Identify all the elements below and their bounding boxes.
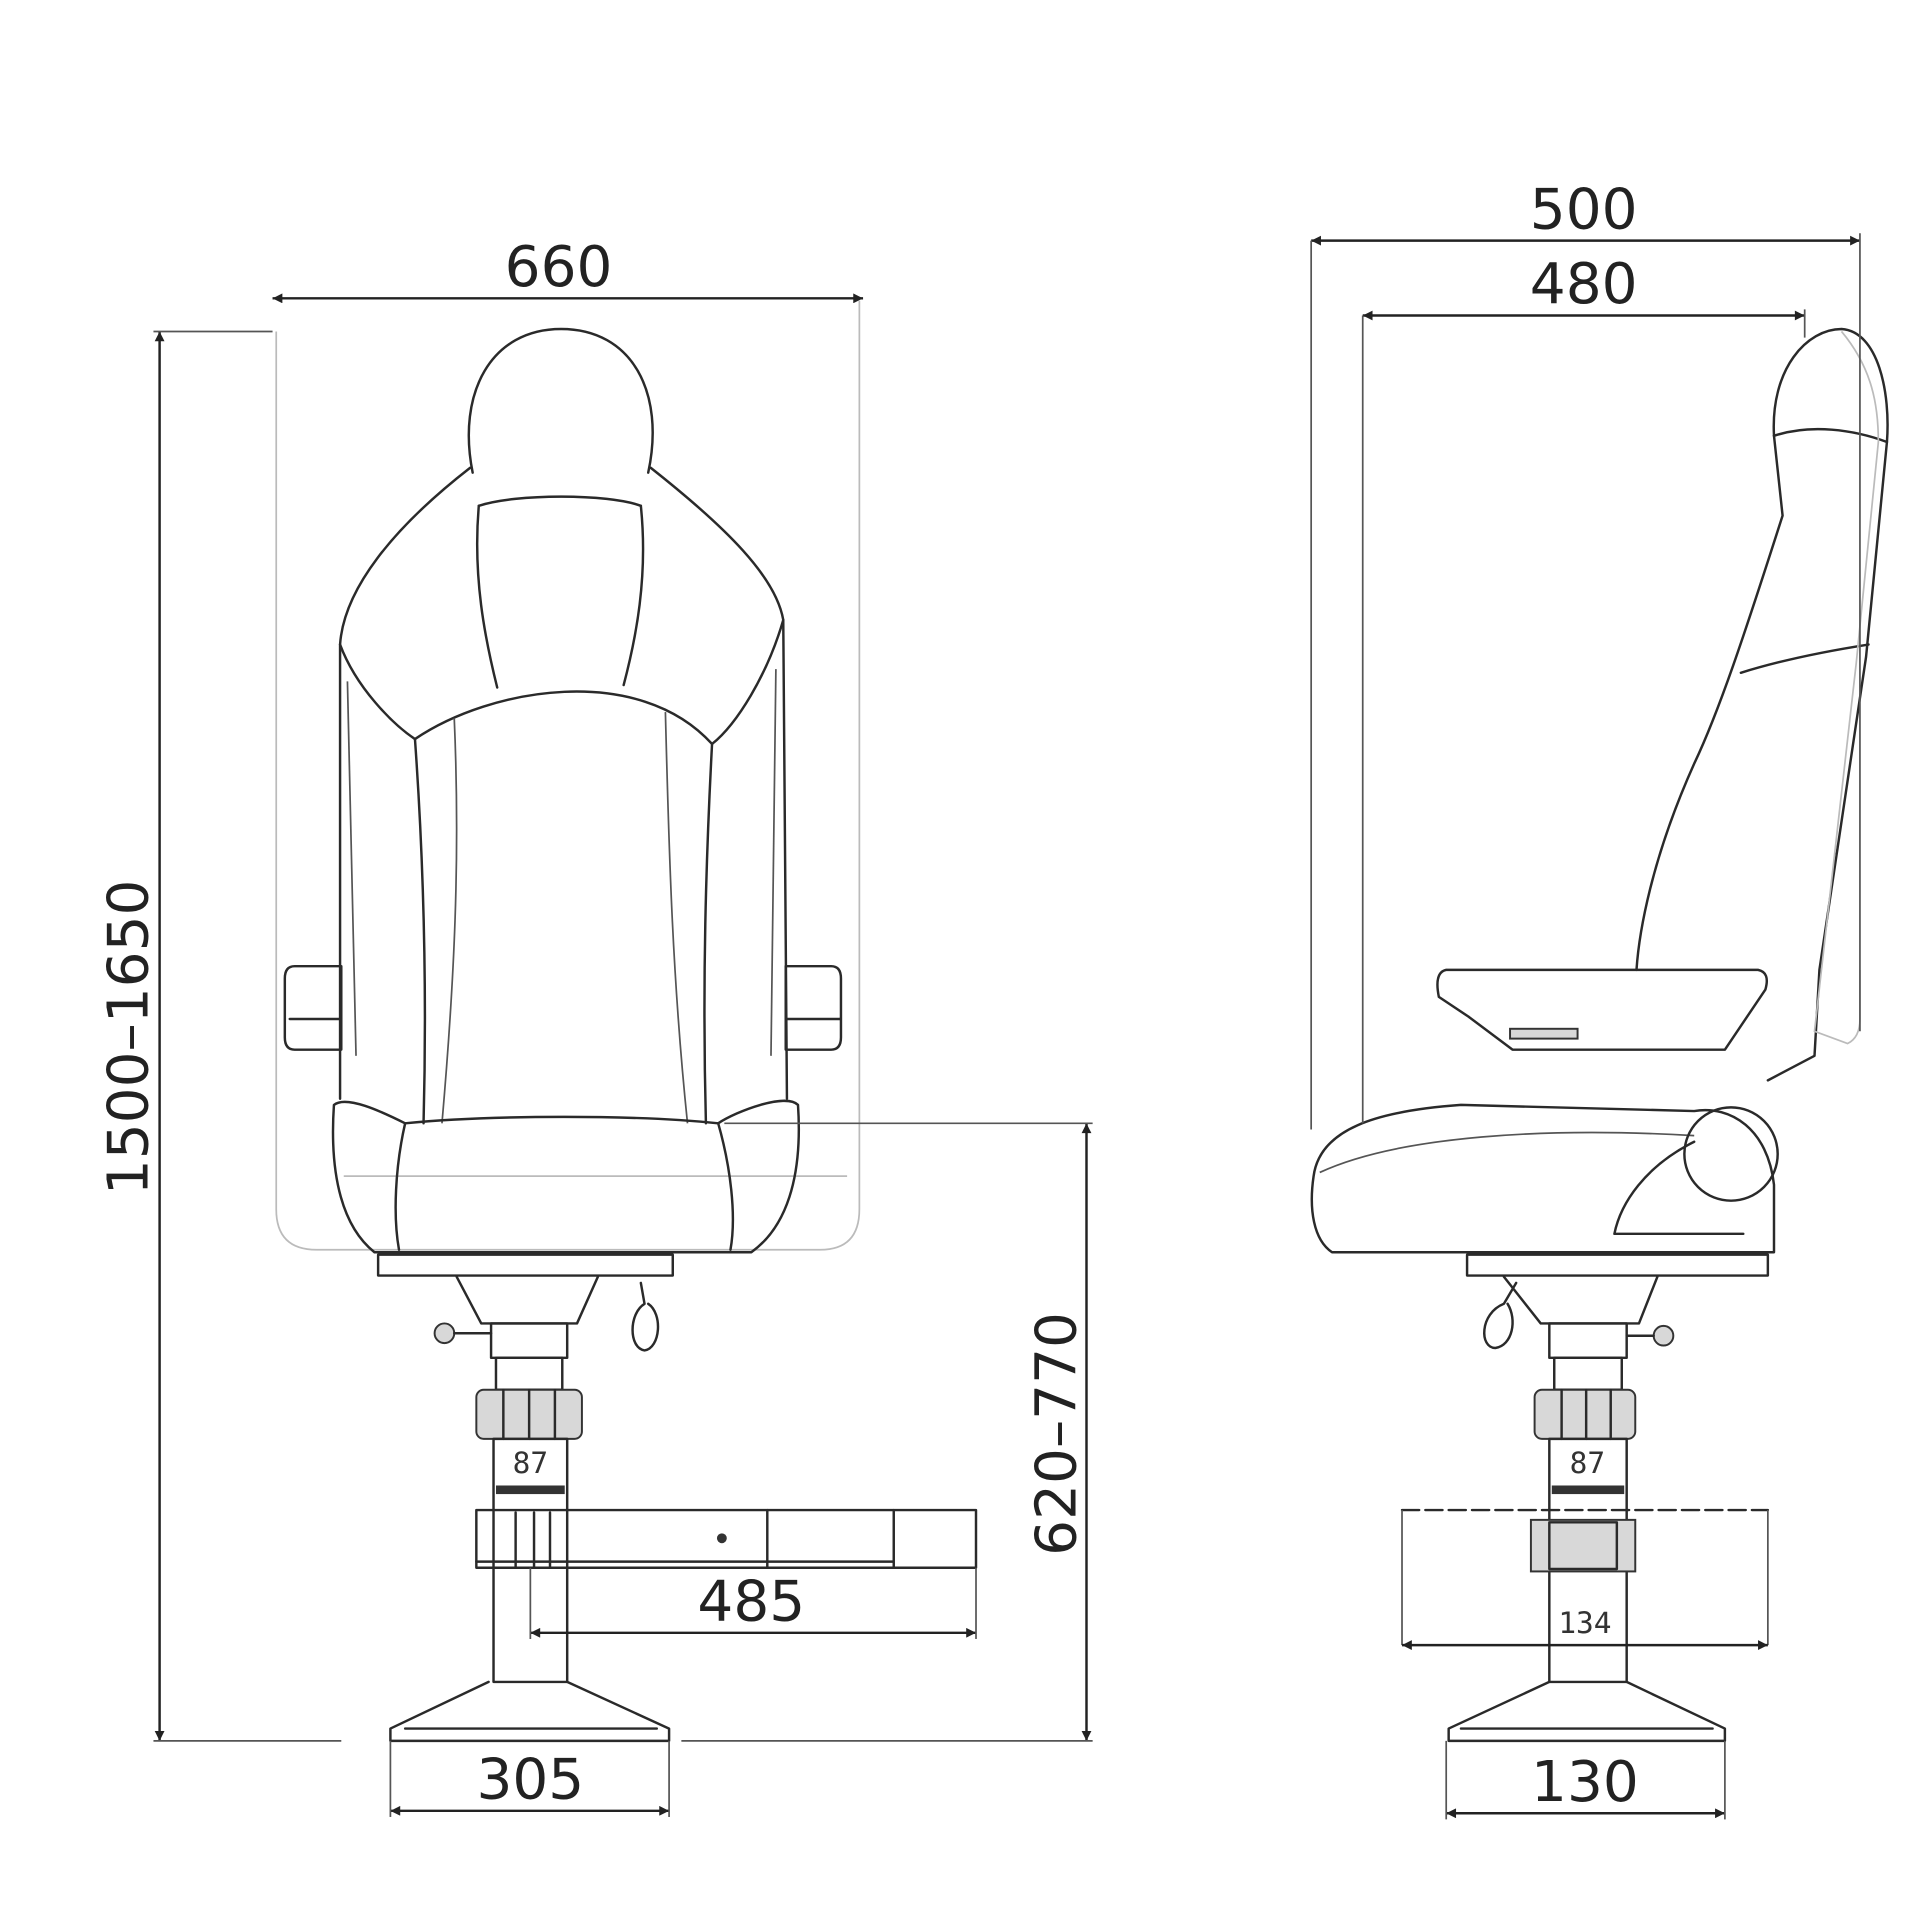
- svg-text:480: 480: [1530, 252, 1638, 317]
- front-swivel: [455, 1275, 600, 1325]
- side-base-foot: [1447, 1680, 1727, 1743]
- dim-depth-480: 480: [1361, 252, 1806, 1124]
- side-view: 87 134 500 480 130: [1310, 177, 1889, 1820]
- front-headrest: [467, 327, 654, 689]
- dim-depth-500: 500: [1310, 177, 1861, 1130]
- side-backrest: [1635, 327, 1889, 1082]
- front-seat-cushion: [331, 1099, 800, 1254]
- dim-base-130: 130: [1445, 1740, 1726, 1820]
- dim-base-305: 305: [389, 1740, 670, 1817]
- front-armrest-left: [283, 964, 343, 1051]
- front-base-foot: [389, 1680, 671, 1743]
- front-slide-rail: [475, 1508, 978, 1569]
- front-armrest-right: [784, 964, 843, 1051]
- front-column-label: 87: [513, 1446, 548, 1480]
- svg-text:620–770: 620–770: [1024, 1312, 1089, 1556]
- side-seat-plate: [1465, 1253, 1770, 1277]
- side-seat-cushion: [1310, 1103, 1779, 1254]
- svg-text:305: 305: [476, 1748, 584, 1813]
- svg-text:485: 485: [697, 1570, 805, 1635]
- dim-height-1500-1650: 1500–1650: [96, 330, 342, 1742]
- dim-width-660: 660: [272, 235, 864, 304]
- side-tilt-knob-icon[interactable]: [1625, 1324, 1675, 1347]
- dim-slide-485: 485: [529, 1567, 977, 1639]
- front-backrest: [338, 466, 789, 1125]
- front-envelope-frame: [275, 300, 861, 1251]
- side-armrest: [1436, 968, 1769, 1051]
- front-gas-column: 87: [475, 1322, 583, 1684]
- side-swivel: [1502, 1275, 1659, 1325]
- dim-seat-height-620-770: 620–770: [681, 1122, 1093, 1742]
- svg-text:1500–1650: 1500–1650: [96, 880, 161, 1196]
- side-lever-handle-icon[interactable]: [1483, 1281, 1518, 1350]
- svg-text:500: 500: [1530, 177, 1638, 242]
- front-view: 87 660 1500–1650 620–770: [96, 235, 1093, 1817]
- front-seat-plate: [376, 1253, 674, 1277]
- svg-text:660: 660: [505, 235, 613, 300]
- front-tilt-knob-icon[interactable]: [433, 1322, 493, 1345]
- front-lever-handle-icon[interactable]: [631, 1281, 660, 1352]
- side-slide-rail: 134: [1400, 1508, 1770, 1651]
- side-column-label: 87: [1570, 1446, 1605, 1480]
- svg-text:130: 130: [1531, 1750, 1639, 1815]
- side-slide-label: 134: [1558, 1606, 1611, 1640]
